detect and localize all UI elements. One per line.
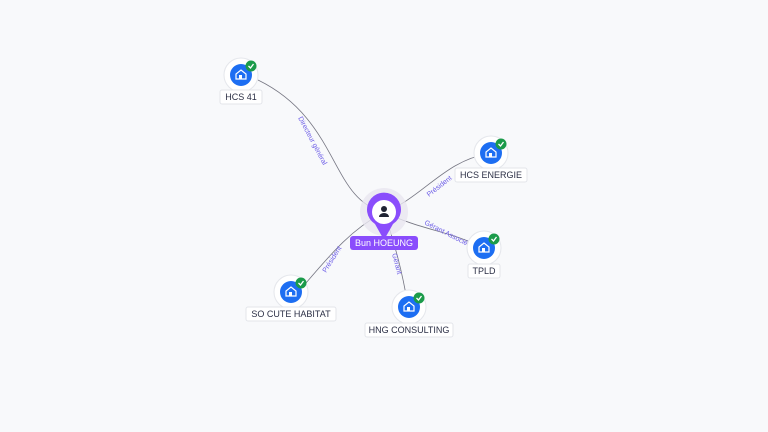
verified-check-icon	[495, 138, 507, 150]
company-node-socute[interactable]: SO CUTE HABITAT	[245, 274, 337, 322]
company-name: SO CUTE HABITAT	[251, 309, 331, 319]
company-name: TPLD	[472, 266, 496, 276]
verified-check-icon	[295, 277, 307, 289]
company-node-tpld[interactable]: TPLD	[466, 230, 502, 279]
person-node[interactable]: Bun HOEUNG	[350, 188, 418, 250]
company-node-hng[interactable]: HNG CONSULTING	[364, 289, 454, 338]
person-name: Bun HOEUNG	[355, 238, 413, 248]
edge-label-hng: Gérant	[390, 253, 402, 276]
company-node-hcs41[interactable]: HCS 41	[219, 57, 263, 105]
verified-check-icon	[488, 233, 500, 245]
verified-check-icon	[245, 60, 257, 72]
edge-label-hcs41: Directeur général	[296, 116, 328, 167]
company-name: HNG CONSULTING	[369, 325, 450, 335]
verified-check-icon	[413, 292, 425, 304]
company-name: HCS ENERGIE	[460, 170, 522, 180]
company-name: HCS 41	[225, 92, 257, 102]
person-icon	[379, 206, 389, 217]
edge-hcs41	[257, 79, 385, 213]
company-node-hcsenergie[interactable]: HCS ENERGIE	[454, 135, 528, 183]
edge-label-tpld: Gérant Associé	[423, 220, 469, 248]
edge-label-socute: Président	[322, 245, 344, 274]
edge-label-hcsenergie: Président	[426, 175, 454, 199]
